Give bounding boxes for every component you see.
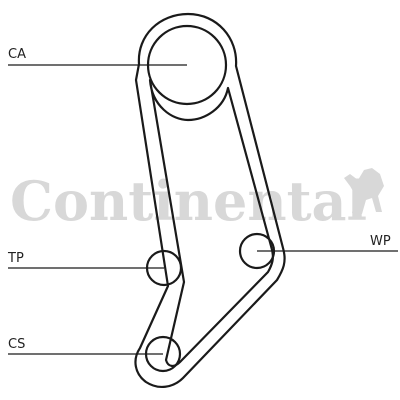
rearing-horse-icon <box>344 168 384 214</box>
continental-watermark: Continental <box>10 168 384 233</box>
label-ca: CA <box>8 47 26 62</box>
watermark-text: Continental <box>10 169 367 233</box>
belt-outer-path <box>134 12 286 388</box>
leader-lines <box>8 64 398 355</box>
belt-inner-path <box>148 78 274 367</box>
timing-belt <box>134 12 286 388</box>
label-wp: WP <box>370 234 391 249</box>
label-cs: CS <box>8 337 25 352</box>
label-tp: TP <box>7 251 24 266</box>
